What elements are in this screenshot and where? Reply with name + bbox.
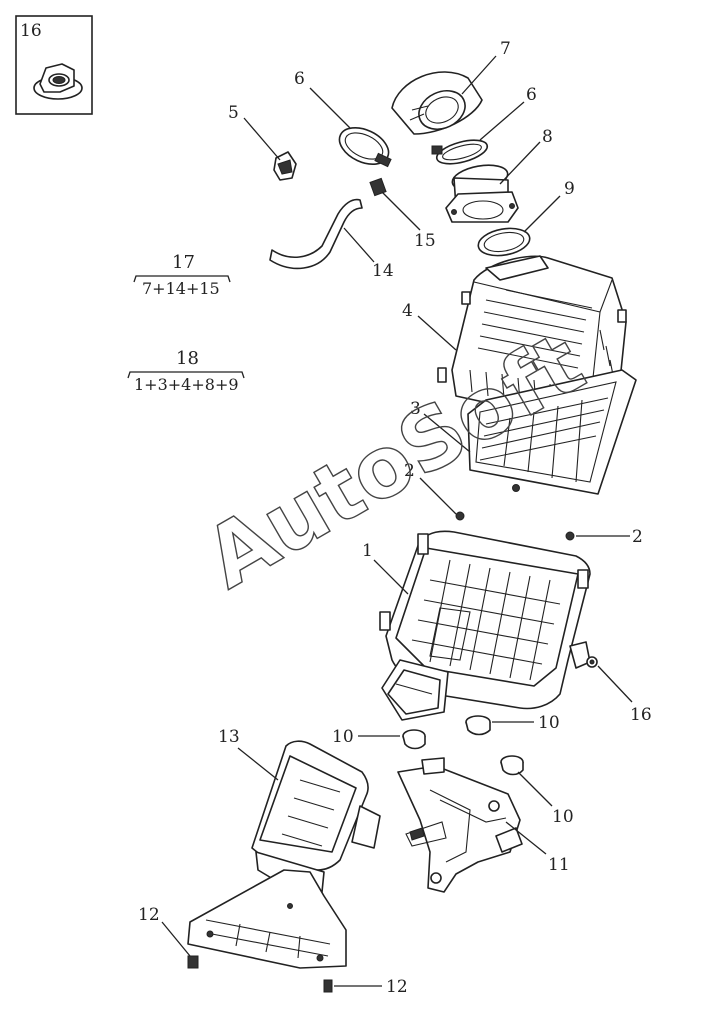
- part-13-resonator: [187, 740, 381, 969]
- kit-17: 17 7+14+15: [133, 252, 231, 298]
- kit-18: 18 1+3+4+8+9: [127, 348, 245, 394]
- callout-2-right: 2: [632, 527, 643, 547]
- part-3-air-filter-element: [467, 369, 637, 495]
- kit-18-formula: 1+3+4+8+9: [134, 375, 239, 394]
- callout-8: 8: [542, 127, 553, 147]
- callout-2-upper: 2: [404, 461, 415, 481]
- part-9-seal-ring: [477, 227, 531, 257]
- callout-4: 4: [402, 301, 413, 321]
- callout-3: 3: [410, 399, 421, 419]
- callout-15: 15: [414, 231, 436, 251]
- callout-10-center: 10: [538, 713, 560, 733]
- callout-5: 5: [228, 103, 239, 123]
- kit-17-number: 17: [172, 252, 195, 273]
- kit-18-number: 18: [176, 348, 199, 369]
- callout-10-right: 10: [552, 807, 574, 827]
- part-12-bolt-bottom: [323, 979, 333, 993]
- part-8-mass-air-flow-sensor: [445, 164, 519, 223]
- part-10-rubber-mount-right: [500, 755, 524, 776]
- part-7-intake-duct: [391, 71, 483, 135]
- part-10-rubber-mount-left: [402, 729, 426, 750]
- callout-10-left: 10: [332, 727, 354, 747]
- callout-9: 9: [564, 179, 575, 199]
- flange-nut-icon: [33, 63, 83, 100]
- part-2-screw-upper: [455, 511, 465, 521]
- callout-12-left: 12: [138, 905, 160, 925]
- callout-6-lower: 6: [526, 85, 537, 105]
- part-1-air-cleaner-housing: [379, 530, 591, 721]
- callout-1: 1: [362, 541, 373, 561]
- part-15-fitting: [369, 177, 387, 197]
- callout-14: 14: [372, 261, 394, 281]
- part-11-bracket: [397, 757, 523, 893]
- callout-7: 7: [500, 39, 511, 59]
- callout-13: 13: [218, 727, 240, 747]
- part-16-nut: [586, 656, 598, 668]
- leader-lines: [161, 55, 633, 987]
- part-6-hose-clamp-upper: [338, 127, 392, 168]
- part-14-breather-hose: [269, 198, 363, 270]
- cover-ribs: [477, 289, 593, 369]
- part-2-screw-right: [565, 531, 575, 541]
- part-2-screw-small: [512, 484, 520, 492]
- callout-numbers: 7 6 6 5 8 9 15 14 4 3 2 2 1 16 10 10 10 …: [138, 39, 652, 997]
- inset-number: 16: [20, 21, 42, 41]
- callout-11: 11: [548, 855, 570, 875]
- part-12-bolt-left: [187, 955, 199, 969]
- inset-nut-box: 16: [15, 15, 93, 115]
- housing-grid: [411, 559, 561, 681]
- callout-16: 16: [630, 705, 652, 725]
- callout-6-upper: 6: [294, 69, 305, 89]
- kit-17-formula: 7+14+15: [142, 279, 220, 298]
- part-10-rubber-mount-center: [465, 715, 491, 736]
- part-6-hose-clamp-lower: [431, 139, 489, 165]
- callout-12-bottom: 12: [386, 977, 408, 997]
